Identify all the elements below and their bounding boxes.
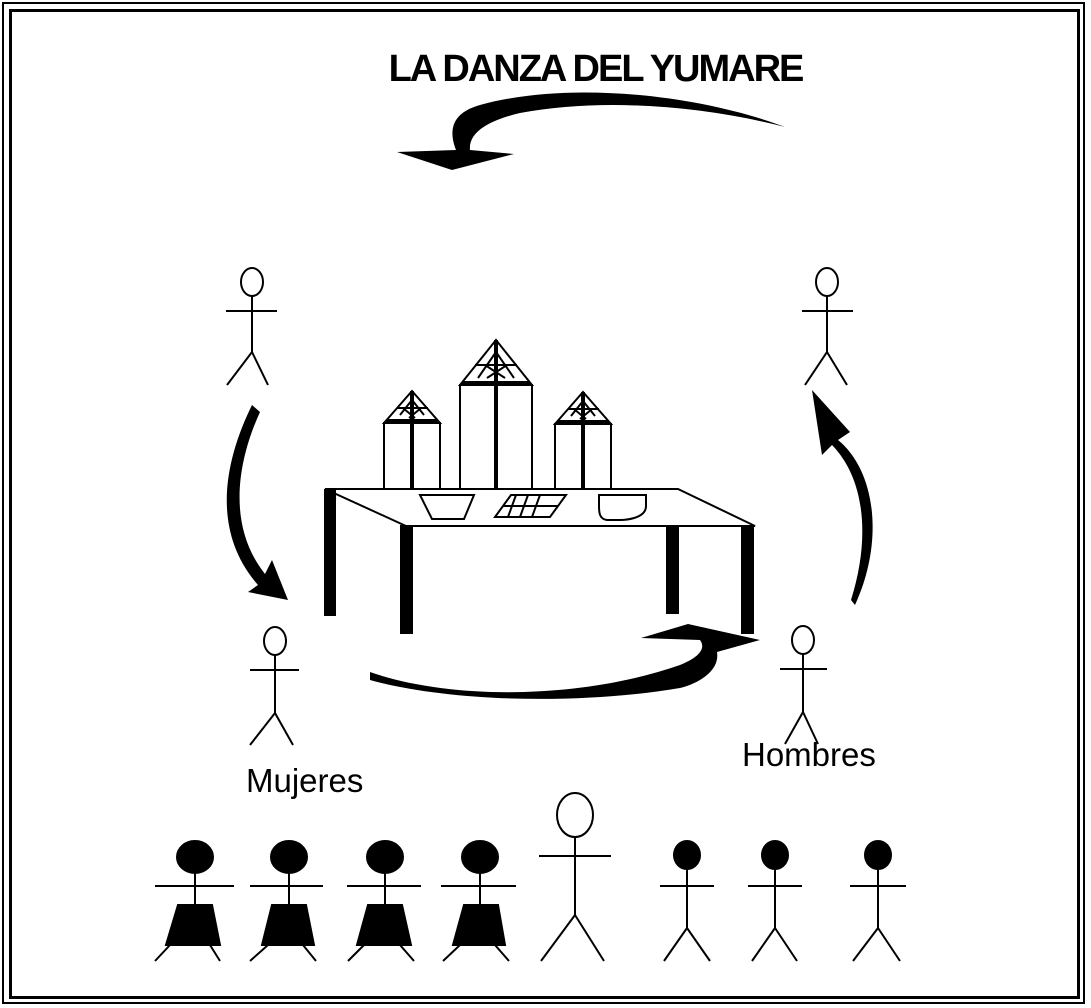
women-label: Mujeres [246, 762, 364, 799]
dancer-top-right [802, 267, 853, 386]
altar-cross-right [552, 390, 614, 490]
men-label: Hombres [742, 736, 876, 773]
grill-dish [493, 494, 568, 518]
table-leg [666, 525, 679, 614]
woman-figure [249, 840, 323, 962]
man-figure [748, 840, 802, 962]
dancer-top-left [226, 267, 277, 386]
dancer-bottom-left [249, 626, 299, 746]
altar-cross-left [381, 389, 443, 490]
top-rotation-arrow [397, 92, 785, 170]
bowl-round [598, 494, 647, 521]
bowl-trapezoid [418, 494, 476, 520]
altar-table [324, 488, 756, 634]
dancer-bottom-right [780, 625, 827, 745]
woman-figure [347, 840, 421, 962]
right-rotation-arrow [812, 390, 873, 605]
table-leg [741, 525, 754, 634]
leader-figure [539, 792, 611, 962]
woman-figure [441, 840, 516, 962]
table-leg [324, 489, 336, 616]
diagram-title: LA DANZA DEL YUMARE [388, 48, 805, 90]
bottom-rotation-arrow [370, 624, 760, 699]
altar-cross-center [457, 338, 535, 490]
left-rotation-arrow [226, 405, 288, 600]
man-figure [660, 840, 714, 962]
woman-figure [154, 840, 234, 962]
inner-border [9, 9, 1080, 999]
table-leg [400, 525, 413, 634]
man-figure [850, 840, 906, 962]
